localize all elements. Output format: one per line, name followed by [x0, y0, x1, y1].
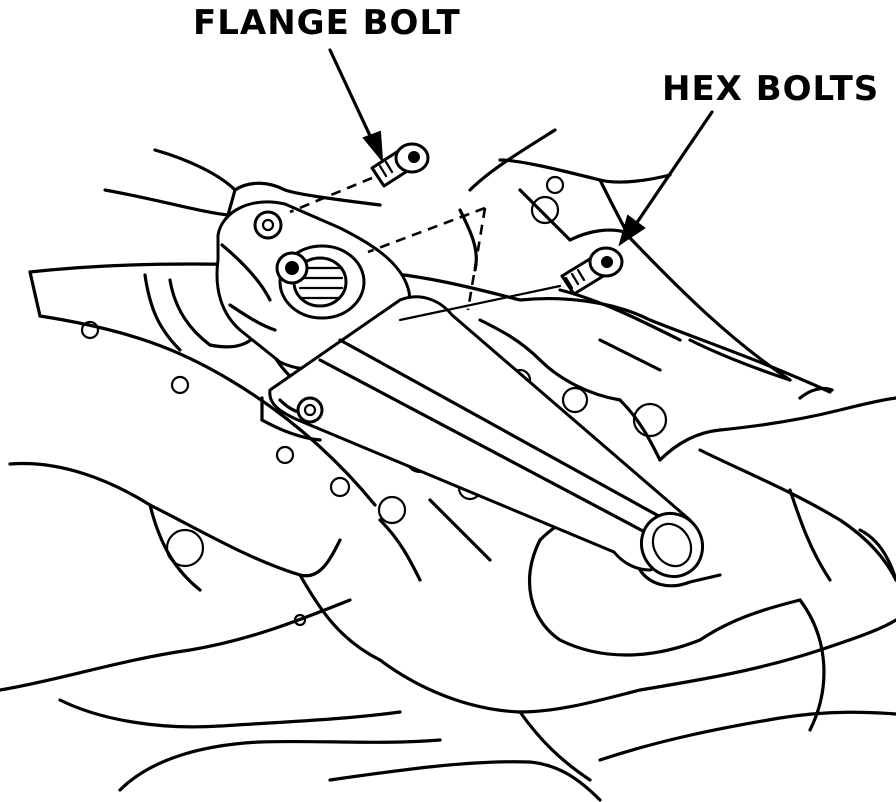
flange-bolt-arrow [328, 48, 384, 164]
flange-bolt-label: FLANGE BOLT [193, 3, 461, 43]
driveshaft [260, 295, 722, 588]
hex-bolts-arrow [618, 110, 714, 247]
housing-holes [80, 175, 668, 627]
upper-bracket-outline [103, 128, 834, 400]
hex-bolts-label: HEX BOLTS [662, 69, 880, 109]
hex-bolt [560, 246, 624, 296]
alignment-lines [289, 176, 562, 322]
flange-bolt [370, 142, 430, 188]
